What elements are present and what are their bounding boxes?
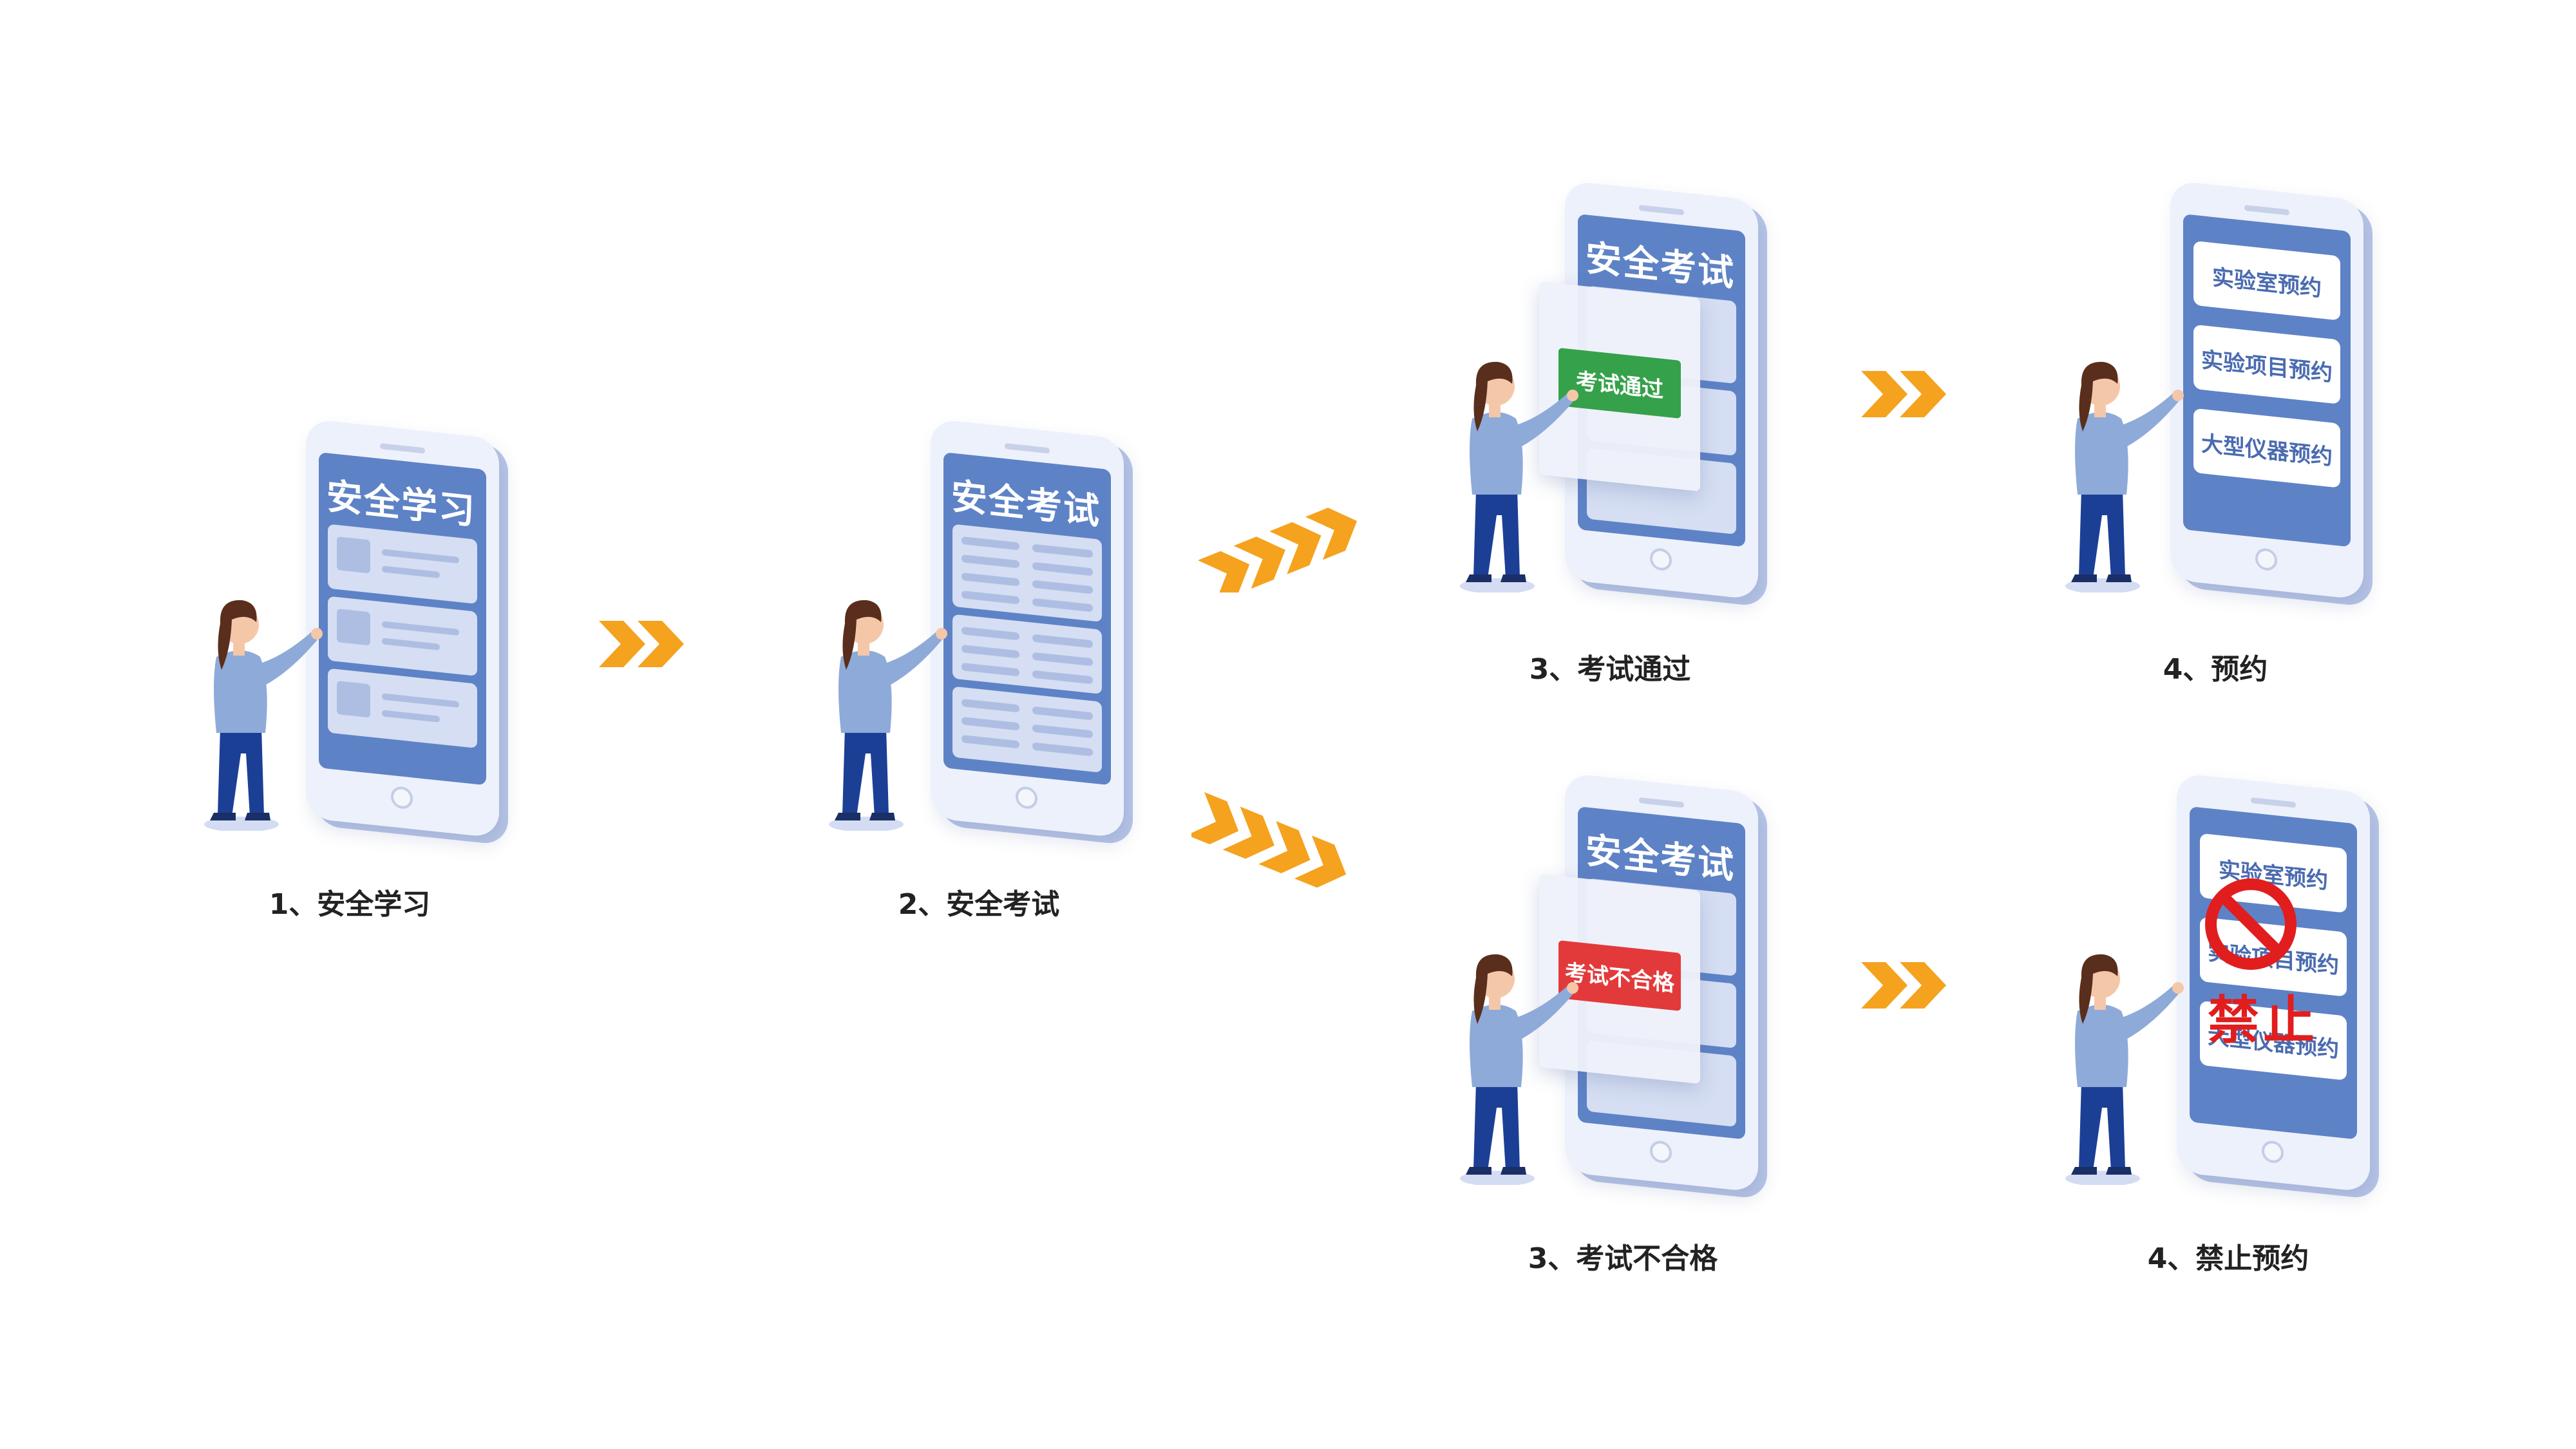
home-button (1650, 1139, 1672, 1164)
menu-item-instrument-reservation[interactable]: 大型仪器预约 (2193, 408, 2340, 488)
question-card (952, 524, 1102, 622)
menu-item-project-reservation[interactable]: 实验项目预约 (2193, 324, 2340, 404)
person-figure (829, 600, 947, 831)
speaker (1005, 443, 1050, 454)
phone-screen: 实验室预约 实验项目预约 大型仪器预约 (2183, 214, 2351, 547)
speaker (1639, 797, 1684, 808)
forbidden-sign-icon (2205, 878, 2297, 970)
home-button (1650, 547, 1672, 572)
step-4-forbidden-caption: 4、禁止预约 (2147, 1242, 2309, 1275)
forbidden-label: 禁止 (2208, 990, 2318, 1050)
lesson-card (328, 668, 477, 748)
phone: 实验室预约 实验项目预约 大型仪器预约 (2170, 180, 2372, 608)
person-figure (2065, 361, 2184, 592)
speaker (2251, 797, 2296, 808)
phone-screen: 安全考试 (943, 452, 1111, 786)
question-card (952, 614, 1102, 694)
screen-title: 安全考试 (1586, 237, 1735, 295)
step-3-pass-caption: 3、考试通过 (1529, 653, 1691, 686)
chevron-arrow-icon (1191, 792, 1355, 896)
person-figure (1460, 954, 1578, 1185)
chevron-arrow-icon (1198, 499, 1366, 592)
step-3-fail-caption: 3、考试不合格 (1528, 1242, 1718, 1275)
speaker (1639, 205, 1684, 216)
chevron-arrow-icon (1861, 371, 1946, 417)
phone: 安全考试 (931, 419, 1133, 846)
phone-screen: 安全学习 (319, 452, 486, 786)
lesson-card (328, 524, 477, 604)
step-2-caption: 2、安全考试 (898, 888, 1060, 921)
chevron-arrow-icon (1861, 962, 1946, 1009)
question-card (952, 686, 1102, 773)
home-button (1016, 785, 1037, 810)
chevron-arrow-icon (599, 621, 684, 667)
home-button (2255, 547, 2277, 572)
phone-screen: 实验室预约 实验项目预约 大型仪器预约 (2190, 806, 2357, 1140)
screen-title: 安全考试 (1586, 829, 1735, 887)
home-button (391, 785, 413, 810)
speaker (380, 443, 425, 454)
person-figure (2065, 954, 2184, 1185)
lesson-card (328, 596, 477, 676)
person-figure (1460, 361, 1578, 592)
phone: 安全学习 (306, 419, 508, 846)
menu-item-lab-reservation[interactable]: 实验室预约 (2193, 240, 2340, 321)
screen-title: 安全考试 (951, 475, 1101, 533)
person-figure (204, 600, 323, 831)
speaker (2244, 205, 2289, 216)
home-button (2262, 1139, 2284, 1164)
screen-title: 安全学习 (327, 475, 476, 533)
step-1-caption: 1、安全学习 (269, 888, 431, 921)
step-4-reserve-caption: 4、预约 (2163, 653, 2268, 686)
